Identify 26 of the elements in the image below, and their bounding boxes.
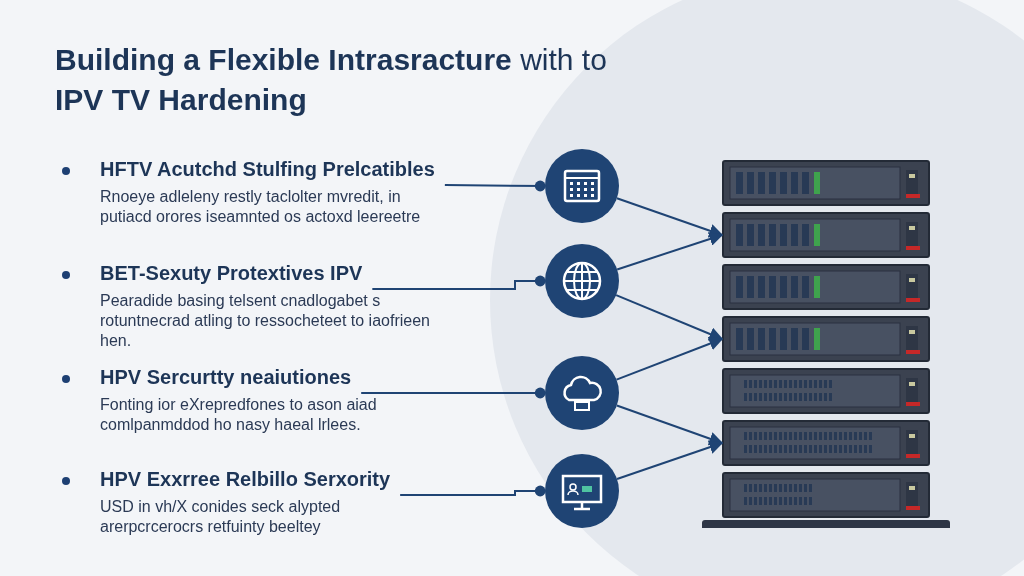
connector-line	[443, 180, 546, 192]
arrow	[615, 197, 724, 238]
feature-heading: HPV Exxrree Relbillo Serxority	[100, 468, 391, 491]
title: Building a Flexible Intrasracture with to IPV TV Hardening	[55, 42, 608, 118]
feature-description: Pearadide basing telsent cnadlogabet s rotuntnecrad atling to ressocheteet to iaofrieen hen.	[100, 291, 430, 351]
feature-heading: HFTV Acutchd Stulfing Prelcatibles	[100, 158, 435, 181]
arrow	[615, 294, 724, 341]
feature-heading: HPV Sercurtty neaiutiones	[100, 366, 352, 389]
arrow	[615, 337, 724, 381]
connector-line	[371, 275, 546, 290]
feature-description: Rnoeye adleleny restly taclolter mvredit, in putiacd orores iseamnted os actoxd leereetre	[100, 187, 422, 227]
server-unit	[722, 472, 930, 518]
arrow	[616, 440, 724, 480]
server-unit	[722, 420, 930, 466]
arrow	[616, 232, 724, 271]
server-unit	[722, 368, 930, 414]
server-unit	[722, 316, 930, 362]
arrow	[615, 404, 724, 446]
server-unit	[722, 212, 930, 258]
connector-line	[399, 485, 546, 497]
server-unit	[722, 160, 930, 206]
connector-line	[360, 387, 546, 399]
feature-heading: BET-Sexuty Protextives IPV	[100, 262, 363, 285]
server-unit	[722, 264, 930, 310]
feature-description: USD in vh/X conides seck alypted arerpcrcerocrs retfuinty beeltey	[100, 497, 342, 537]
feature-description: Fonting ior eXrepredfones to ason aiad comlpanmddod ho nasy haeal lrlees.	[100, 395, 378, 435]
